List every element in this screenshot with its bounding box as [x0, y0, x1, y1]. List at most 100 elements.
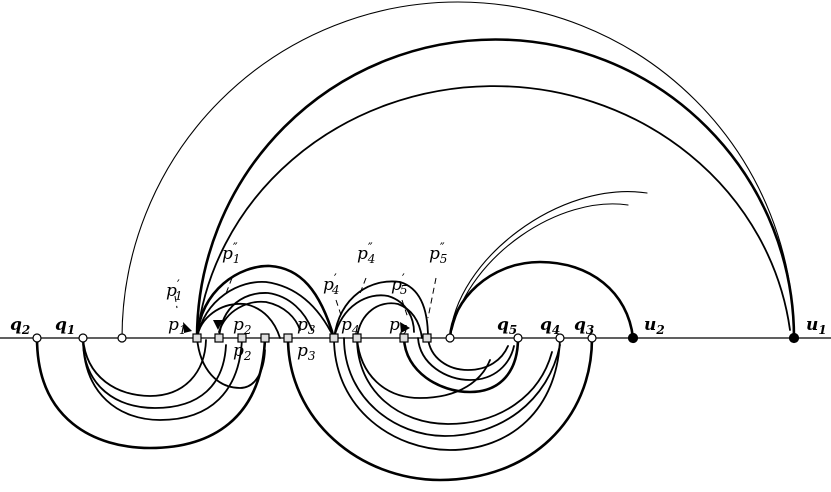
label-subscript: 1: [179, 323, 187, 337]
node-q5[interactable]: [513, 333, 523, 343]
arc-lower-q2-p2: [35, 336, 267, 450]
arrow-p1pp: [213, 320, 223, 330]
leader-p1p: [174, 295, 178, 309]
node-p3[interactable]: [283, 333, 293, 343]
node-open-a[interactable]: [117, 333, 127, 343]
label-base: p: [233, 341, 244, 361]
arc-upper-p1-p2b: [218, 300, 301, 333]
node-p2[interactable]: [237, 333, 247, 343]
label-subscript: 3: [586, 323, 594, 337]
label-prime: ′: [177, 278, 180, 293]
node-p1[interactable]: [192, 333, 202, 343]
label-p5p: p′5: [391, 272, 407, 297]
label-base: p: [389, 315, 400, 335]
arc-upper-p1-p2c: [196, 303, 281, 339]
label-p1pp: p″1: [222, 241, 240, 266]
node-group: [32, 332, 800, 344]
label-subscript: 4: [351, 323, 360, 337]
label-base: p: [297, 341, 308, 361]
label-base: q: [497, 315, 509, 335]
arc-upper-p4-c: [356, 302, 423, 339]
arc-lower-q1-p2b: [82, 337, 227, 409]
node-q3[interactable]: [587, 333, 597, 343]
label-base: p: [168, 315, 179, 335]
node-u2[interactable]: [627, 332, 639, 344]
label-u2: u2: [644, 315, 665, 337]
label-subscript: 4: [367, 252, 376, 266]
node-q2[interactable]: [32, 333, 42, 343]
node-open-b[interactable]: [445, 333, 455, 343]
label-p4pp: p″4: [357, 241, 375, 266]
arc-lower-p4-q4b: [343, 337, 561, 437]
arrow-p1: [183, 322, 192, 333]
label-subscript: 5: [440, 252, 448, 266]
leader-p4pp: [358, 277, 367, 297]
arc-upper-p1-p3a: [195, 264, 336, 340]
node-q1[interactable]: [78, 333, 88, 343]
label-base: p: [391, 275, 402, 295]
node-p2-b[interactable]: [260, 333, 270, 343]
label-prime: ′: [402, 272, 405, 287]
label-base: p: [323, 275, 334, 295]
arc-lower-p5-q5b: [417, 337, 515, 381]
arc-upper-p4-a: [333, 280, 429, 339]
node-u1[interactable]: [788, 332, 800, 344]
label-subscript: 4: [331, 283, 340, 297]
label-prime: ″: [233, 241, 238, 256]
label-p5: p5: [389, 315, 408, 337]
leader-p5pp: [427, 277, 437, 319]
node-q4[interactable]: [555, 333, 565, 343]
arc-upper-p1-p2a: [218, 292, 313, 339]
arc-lower-p5-q5a: [402, 336, 520, 394]
label-group: q2 q1 p′1 p1 p″1 p2 p2 p3 p3 p′4 p4 p″4 …: [10, 241, 827, 363]
label-p2b: p2: [233, 341, 252, 363]
label-base: u: [806, 315, 818, 335]
arc-upper-p4-b: [333, 294, 415, 339]
node-p5[interactable]: [399, 333, 409, 343]
arc-lower-p1-p2: [196, 337, 266, 389]
label-base: p: [357, 244, 368, 264]
label-base: p: [341, 315, 352, 335]
label-u1: u1: [806, 315, 827, 337]
label-subscript: 5: [509, 323, 517, 337]
leader-p5p: [401, 299, 409, 319]
leader-p4p: [335, 299, 342, 316]
leader-p1pp: [224, 277, 233, 297]
label-p5pp: p″5: [429, 241, 447, 266]
arc-upper-u2: [448, 260, 635, 340]
arrow-p5: [400, 322, 410, 333]
label-base: q: [10, 315, 22, 335]
arc-lower-p4-q4a: [333, 337, 561, 451]
arc-upper-outer-mid: [196, 85, 791, 339]
label-p4p: p′4: [323, 272, 339, 297]
arc-lower-p3-p5: [356, 337, 491, 399]
label-q1: q1: [55, 315, 75, 337]
node-p1-b[interactable]: [214, 333, 224, 343]
node-p4[interactable]: [352, 333, 362, 343]
label-q3: q3: [574, 315, 594, 337]
arc-upper-outer-thin: [121, 1, 795, 339]
label-subscript: 4: [552, 323, 560, 337]
arc-upper-outer-thick: [195, 38, 796, 340]
arc-upper-open-2: [451, 203, 629, 331]
label-base: p: [429, 244, 440, 264]
label-base: p: [166, 281, 177, 301]
label-q5: q5: [497, 315, 517, 337]
label-base: u: [644, 315, 656, 335]
label-subscript: 1: [175, 289, 183, 303]
label-subscript: 2: [655, 323, 664, 337]
label-subscript: 5: [400, 323, 408, 337]
label-base: p: [233, 315, 244, 335]
arc-upper-open-1: [449, 191, 648, 339]
label-p3b: p3: [297, 341, 316, 363]
label-p3a: p3: [297, 315, 316, 337]
label-base: q: [574, 315, 586, 335]
label-prime: ″: [440, 241, 445, 256]
label-subscript: 3: [308, 323, 316, 337]
arc-lower-p4-q4c: [356, 337, 553, 425]
node-p5-b[interactable]: [422, 333, 432, 343]
node-p3-b[interactable]: [329, 333, 339, 343]
label-prime: ′: [334, 272, 337, 287]
label-q4: q4: [540, 315, 560, 337]
